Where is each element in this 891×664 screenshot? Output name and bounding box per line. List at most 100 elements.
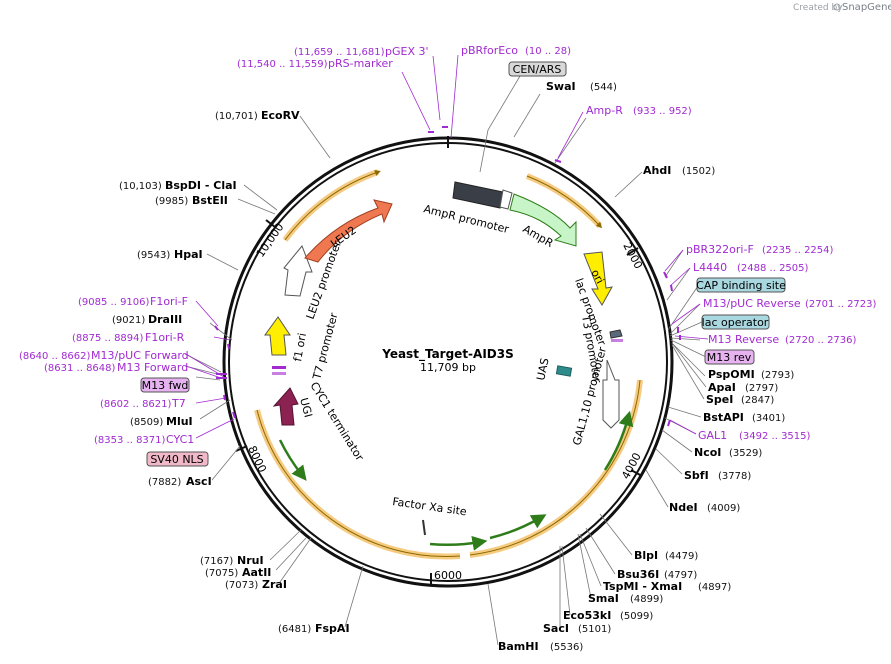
enzyme-saci-pos: (5101): [578, 624, 611, 635]
enzyme-ncoi-pos: (3529): [729, 448, 762, 459]
primer-m13reverse-pos: (2720 .. 2736): [785, 335, 857, 346]
m13-rev-feature[interactable]: [611, 339, 623, 342]
enzyme-bsu36i-pos: (4797): [664, 570, 697, 581]
t7-mark: [272, 366, 286, 369]
m13-rev-box[interactable]: [704, 349, 755, 365]
cyc1-terminator-label: CYC1 terminator: [307, 380, 366, 464]
enzyme-fspai-pos: (6481): [278, 624, 311, 635]
plasmid-size: 11,709 bp: [420, 361, 476, 374]
f1-ori-arrow[interactable]: [264, 316, 291, 356]
primer-gal1-name: GAL1: [698, 429, 727, 442]
lac-operator-box[interactable]: [701, 314, 770, 330]
m13-fwd-box[interactable]: [140, 377, 190, 393]
primer-l4440-name: L4440: [693, 261, 727, 274]
enzyme-saci-name: SacI: [543, 622, 569, 635]
enzyme-bspdi-name: BspDI - ClaI: [165, 179, 237, 192]
ori-label: ori: [588, 267, 606, 286]
factor-xa-site-mark: [422, 519, 426, 536]
enzyme-spei-pos: (2847): [741, 395, 774, 406]
ampr-promoter-arrow[interactable]: [499, 189, 513, 210]
primer-f1orir-name: F1ori-R: [145, 331, 185, 344]
enzyme-apai-pos: (2797): [745, 383, 778, 394]
primer-f1orif-name: F1ori-F: [150, 295, 188, 308]
enzyme-ahdi-name: AhdI: [643, 164, 671, 177]
primer-pbr322ori-pos: (2235 .. 2254): [762, 245, 834, 256]
enzyme-bsu36i-name: Bsu36I: [617, 568, 659, 581]
enzyme-draiii-name: DraIII: [148, 313, 182, 326]
enzyme-hpai-pos: (9543): [137, 250, 170, 261]
ug1-arrow[interactable]: [272, 387, 299, 426]
enzyme-zrai-pos: (7073): [225, 580, 258, 591]
snapgene-logo: SnapGene: [842, 2, 891, 13]
enzyme-apai-name: ApaI: [708, 381, 736, 394]
primer-pbrforeco-name: pBRforEco: [461, 44, 518, 57]
enzyme-nrui-pos: (7167): [200, 556, 233, 567]
lac-operator-feature[interactable]: [609, 329, 623, 339]
enzyme-bamhi-pos: (5536): [550, 642, 583, 653]
cen-ars-box[interactable]: [508, 61, 567, 77]
enzyme-bsteii-name: BstEII: [192, 194, 228, 207]
m13-rev-label: M13 rev: [707, 351, 752, 364]
enzyme-eco53ki-pos: (5099): [620, 611, 653, 622]
enzyme-sbfi-pos: (3778): [718, 471, 751, 482]
snapgene-logo-icon: [833, 3, 841, 11]
cap-binding-site-box[interactable]: [696, 277, 786, 293]
tick-label-8000: 8000: [245, 444, 269, 475]
plasmid-name: Yeast_Target-AID3S: [381, 347, 514, 362]
enzyme-blpi-name: BlpI: [634, 549, 658, 562]
leu2-arrow[interactable]: [304, 199, 393, 263]
primer-pbrforeco-pos: (10 .. 28): [525, 46, 571, 57]
cen-ars-feature[interactable]: [452, 181, 504, 209]
enzyme-fspai-name: FspAI: [315, 622, 350, 635]
tick-4000: [630, 469, 643, 477]
primer-m13forward-pos: (8631 .. 8648): [44, 363, 116, 374]
cen-ars-box-label: CEN/ARS: [513, 63, 562, 76]
f1-ori-label: f1 ori: [291, 332, 309, 363]
enzyme-ndei-name: NdeI: [669, 501, 698, 514]
primer-pbr322ori-name: pBR322ori-F: [686, 243, 754, 256]
primer-m13puc-fwd-pos: (8640 .. 8662): [19, 351, 91, 362]
enzyme-spei-name: SpeI: [706, 393, 733, 406]
tick-label-6000: 6000: [434, 569, 462, 582]
enzyme-tspmi-pos: (4897): [698, 582, 731, 593]
enzyme-sbfi-name: SbfI: [684, 469, 709, 482]
leu2-promoter-arrow[interactable]: [283, 245, 313, 297]
enzyme-bstapi-pos: (3401): [752, 413, 785, 424]
primer-leader-lines: [185, 54, 709, 439]
enzyme-swai-name: SwaI: [546, 80, 576, 93]
tick-8000: [235, 445, 248, 452]
ori-arrow[interactable]: [583, 251, 613, 306]
enzyme-ecorv-name: EcoRV: [261, 109, 300, 122]
enzyme-pspomi-pos: (2793): [761, 370, 794, 381]
enzyme-ncoi-name: NcoI: [694, 446, 721, 459]
primer-m13puc-fwd-name: M13/pUC Forward: [91, 349, 189, 362]
m13-fwd-mark: [272, 372, 286, 375]
enzyme-smai-name: SmaI: [588, 592, 619, 605]
ug1-label: UGI: [297, 396, 315, 419]
ampr-arrow[interactable]: [509, 193, 577, 247]
sv40-nls-box[interactable]: [146, 451, 209, 467]
enzyme-zrai-name: ZraI: [262, 578, 287, 591]
primer-cyc1-pos: (8353 .. 8371): [94, 435, 166, 446]
enzyme-hpai-name: HpaI: [174, 248, 203, 261]
primer-f1orif-pos: (9085 .. 9106): [78, 297, 150, 308]
leader-lines: [184, 75, 707, 646]
tick-2000: [626, 247, 639, 256]
enzyme-ndei-pos: (4009): [707, 503, 740, 514]
enzyme-mlui-name: MluI: [166, 415, 193, 428]
enzyme-blpi-pos: (4479): [665, 551, 698, 562]
primer-t7-name: T7: [171, 397, 186, 410]
primer-ampr-name: Amp-R: [586, 104, 623, 117]
primer-pgex3-name: pGEX 3': [385, 45, 429, 58]
gal110-promoter-arrow[interactable]: [602, 359, 620, 429]
credit-text: Created by: [793, 3, 843, 13]
enzyme-tspmi-name: TspMI - XmaI: [603, 580, 682, 593]
enzyme-asci-pos: (7882): [148, 477, 181, 488]
enzyme-draiii-pos: (9021): [112, 315, 145, 326]
uas-feature[interactable]: [555, 365, 573, 377]
primer-prsmarker-name: pRS-marker: [328, 57, 393, 70]
enzyme-bamhi-name: BamHI: [498, 640, 539, 653]
primer-m13puc-rev-name: M13/pUC Reverse: [703, 297, 801, 310]
m13-fwd-label: M13 fwd: [142, 379, 189, 392]
